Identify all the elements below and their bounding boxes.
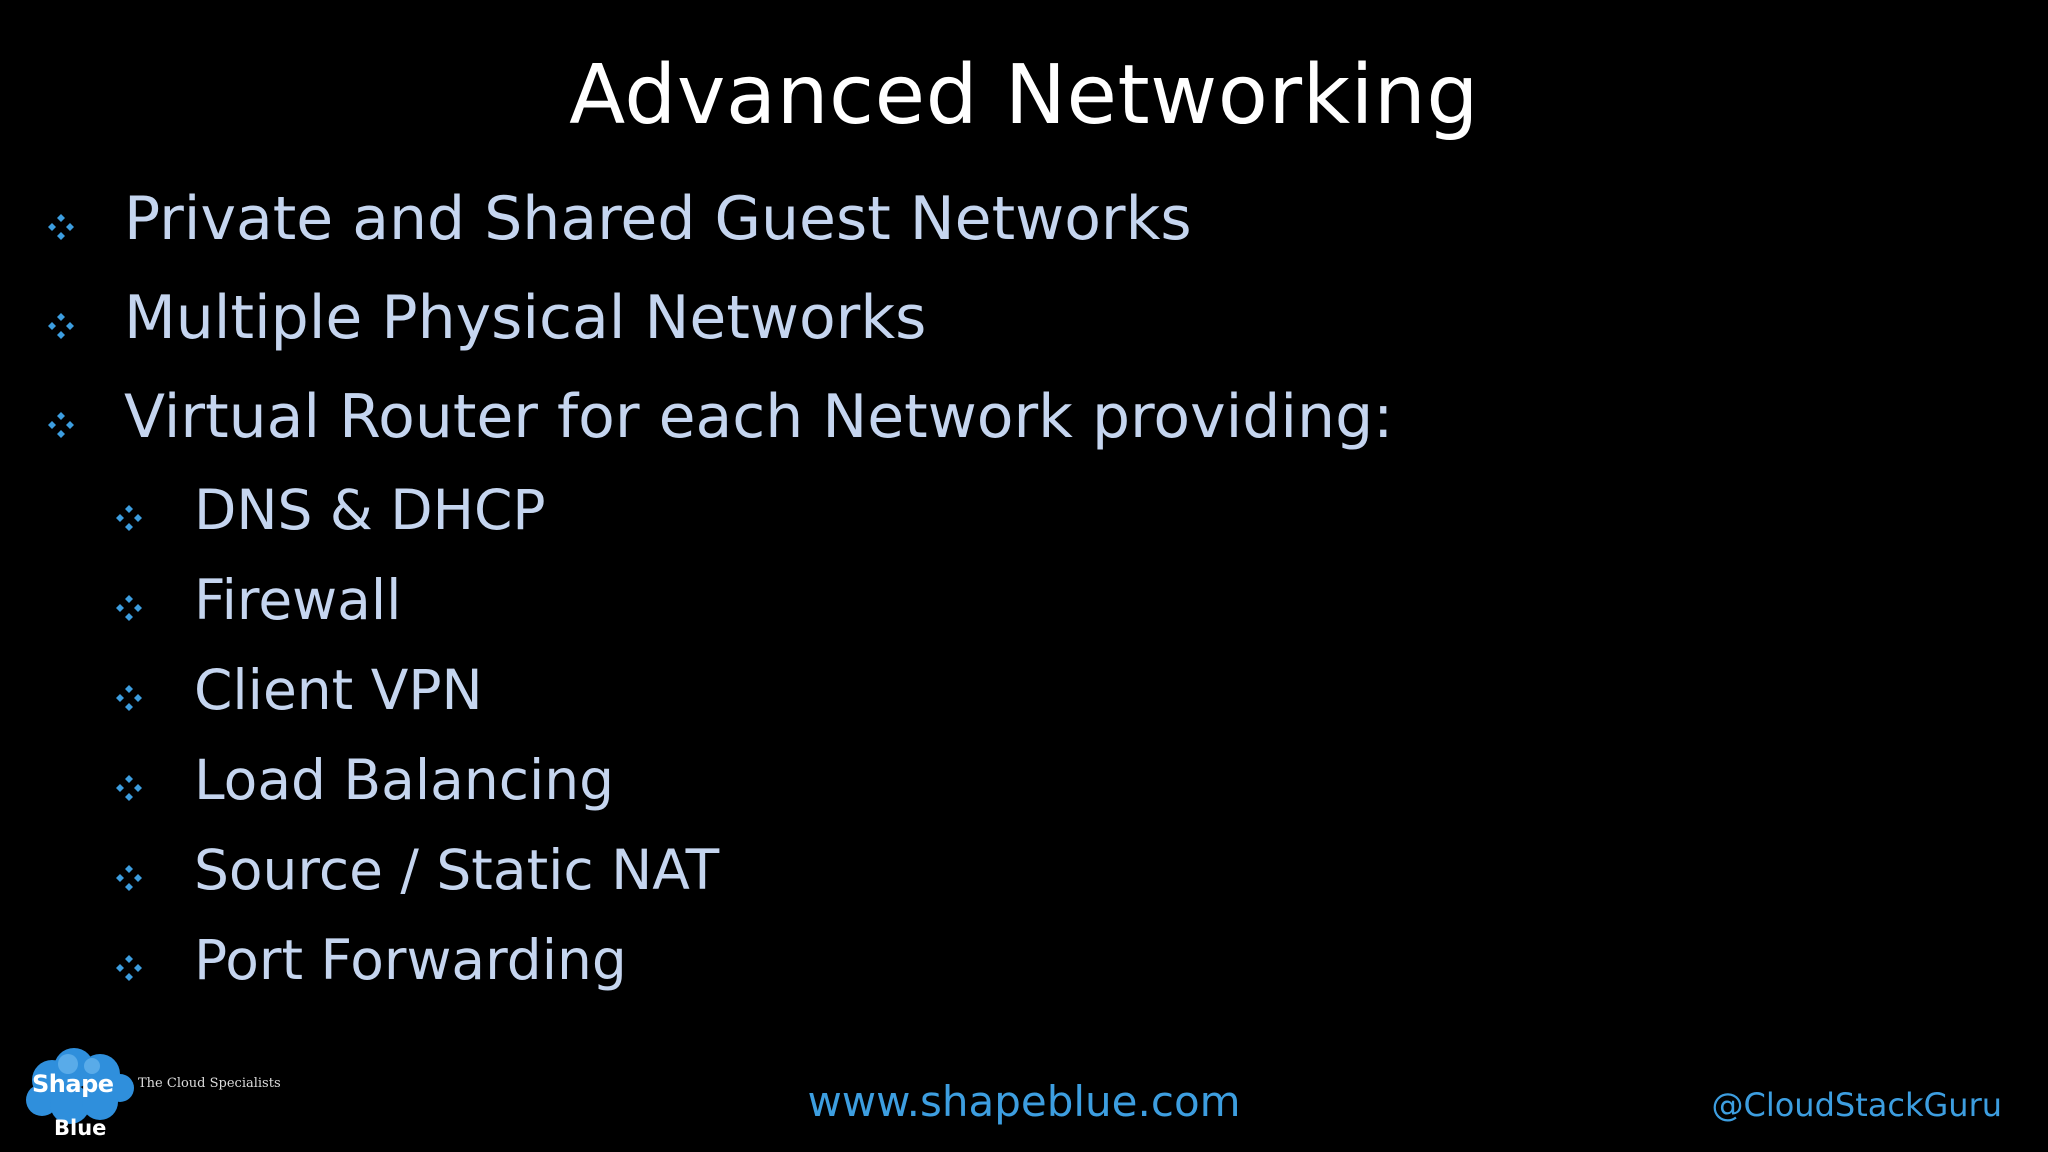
cloud-logo-icon	[26, 1048, 134, 1124]
bullet-text: Private and Shared Guest Networks	[124, 184, 1192, 254]
bullet-diamond-icon	[48, 313, 74, 339]
sub-bullet-item: Port Forwarding	[116, 920, 627, 1000]
logo-tagline: The Cloud Specialists	[138, 1076, 281, 1091]
bullet-item: Multiple Physical Networks	[48, 278, 926, 358]
sub-bullet-item: Client VPN	[116, 650, 483, 730]
sub-bullet-text: Client VPN	[194, 658, 483, 722]
sub-bullet-text: Load Balancing	[194, 748, 614, 812]
sub-bullet-text: Source / Static NAT	[194, 838, 720, 902]
sub-bullet-item: DNS & DHCP	[116, 470, 546, 550]
bullet-diamond-icon	[116, 685, 142, 711]
logo-word-blue: Blue	[54, 1116, 107, 1140]
shapeblue-logo: Shape Blue The Cloud Specialists	[22, 1044, 302, 1144]
bullet-diamond-icon	[116, 505, 142, 531]
sub-bullet-item: Load Balancing	[116, 740, 614, 820]
footer-url: www.shapeblue.com	[807, 1077, 1241, 1126]
bullet-item: Private and Shared Guest Networks	[48, 179, 1192, 259]
sub-bullet-text: Firewall	[194, 568, 402, 632]
footer-handle: @CloudStackGuru	[1711, 1086, 2002, 1124]
sub-bullet-item: Source / Static NAT	[116, 830, 719, 910]
bullet-text: Multiple Physical Networks	[124, 283, 927, 353]
sub-bullet-text: DNS & DHCP	[194, 478, 546, 542]
sub-bullet-item: Firewall	[116, 560, 401, 640]
bullet-item: Virtual Router for each Network providin…	[48, 377, 1393, 457]
bullet-diamond-icon	[116, 595, 142, 621]
bullet-diamond-icon	[116, 775, 142, 801]
bullet-list: Private and Shared Guest Networks Multip…	[48, 179, 1393, 1000]
bullet-text: Virtual Router for each Network providin…	[124, 382, 1394, 452]
bullet-diamond-icon	[48, 412, 74, 438]
bullet-diamond-icon	[48, 214, 74, 240]
slide-title: Advanced Networking	[569, 48, 1479, 143]
logo-word-shape: Shape	[32, 1070, 114, 1098]
sub-bullet-text: Port Forwarding	[194, 928, 627, 992]
bullet-diamond-icon	[116, 865, 142, 891]
bullet-diamond-icon	[116, 955, 142, 981]
